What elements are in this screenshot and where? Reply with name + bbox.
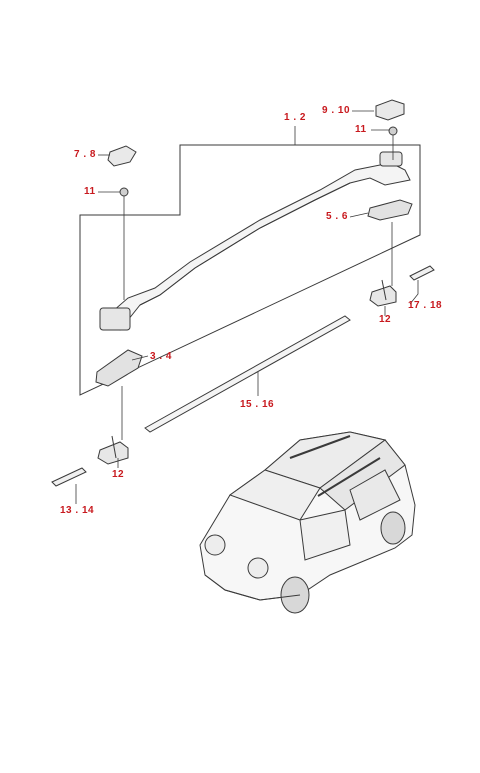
side-molding (144, 315, 351, 433)
callout-front-cover: 7 . 8 (74, 149, 96, 160)
callout-rear-clip-strip: 17 . 18 (408, 300, 443, 311)
callout-roof-rail-assembly: 1 . 2 (284, 112, 306, 123)
rear-clip-strip (409, 265, 435, 281)
callout-front-clip-strip: 13 . 14 (60, 505, 95, 516)
front-pad (95, 349, 143, 387)
roof-rail-bar (99, 151, 411, 331)
leader-lines (75, 110, 419, 504)
rear-cover (375, 99, 405, 121)
front-clip-strip (51, 467, 87, 487)
rear-pad (367, 199, 413, 221)
nut-rear (388, 126, 398, 136)
assembly-frame-outline (79, 144, 421, 396)
callout-front-pad: 3 . 4 (150, 351, 172, 362)
callout-rear-cover: 9 . 10 (322, 105, 351, 116)
callout-rear-pad: 5 . 6 (326, 211, 348, 222)
nut-front (119, 187, 129, 197)
car-illustration (199, 431, 416, 614)
front-bracket (97, 435, 129, 465)
callout-nut-front: 11 (84, 186, 96, 197)
callout-rear-bracket: 12 (379, 314, 392, 325)
rear-bracket (369, 279, 397, 307)
callout-side-molding: 15 . 16 (240, 399, 275, 410)
callout-front-bracket: 12 (112, 469, 125, 480)
front-cover (107, 145, 137, 167)
callout-nut-rear: 11 (355, 124, 367, 135)
